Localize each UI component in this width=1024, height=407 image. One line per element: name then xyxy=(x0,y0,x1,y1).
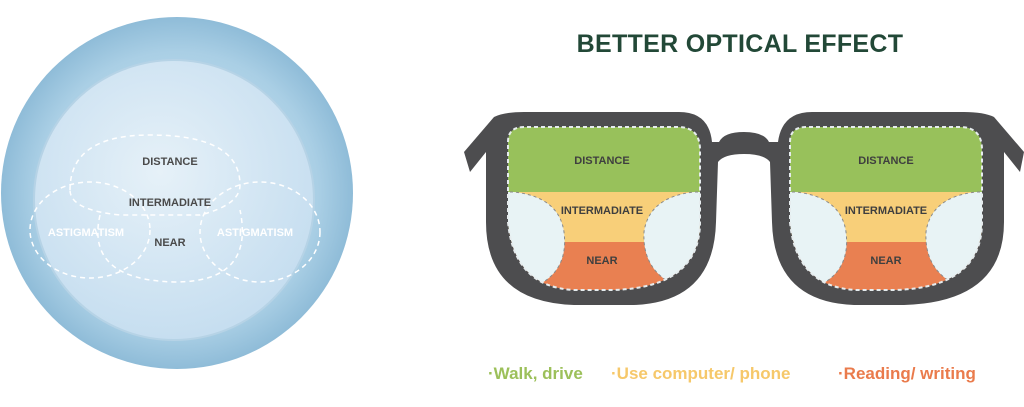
right-lens-label-distance: DISTANCE xyxy=(858,155,913,167)
legend-item-reading-writing: ·Reading/ writing xyxy=(838,364,976,383)
lens-label-astigmatism-left: ASTIGMATISM xyxy=(48,227,124,239)
left-lens-label-distance: DISTANCE xyxy=(574,155,629,167)
legend-item-walk-drive: ·Walk, drive xyxy=(488,364,583,383)
page-title: BETTER OPTICAL EFFECT xyxy=(576,30,904,58)
astigmatism-left-outline xyxy=(29,181,151,279)
right-lens-distance-zone xyxy=(790,127,982,192)
lens-inner-disc xyxy=(33,59,315,341)
right-lens-label-intermediate: INTERMADIATE xyxy=(845,205,927,217)
glasses-diagram: DISTANCE INTERMADIATE NEAR DISTANCE INTE… xyxy=(464,112,1024,305)
lens-label-distance: DISTANCE xyxy=(142,156,197,168)
legend: ·Walk, drive ·Use computer/ phone ·Readi… xyxy=(474,364,1024,390)
left-lens xyxy=(508,127,700,290)
near-zone-outline xyxy=(97,209,244,283)
legend-item-computer-phone: ·Use computer/ phone xyxy=(611,364,791,383)
left-lens-label-near: NEAR xyxy=(586,255,617,267)
lens-label-intermediate: INTERMADIATE xyxy=(129,197,211,209)
lens-label-astigmatism-right: ASTIGMATISM xyxy=(217,227,293,239)
right-lens-label-near: NEAR xyxy=(870,255,901,267)
astigmatism-right-outline xyxy=(199,181,321,283)
distance-zone-outline xyxy=(69,134,241,216)
lens-label-near: NEAR xyxy=(154,237,185,249)
lens-diagram: DISTANCE INTERMADIATE NEAR ASTIGMATISM A… xyxy=(1,17,353,369)
left-lens-label-intermediate: INTERMADIATE xyxy=(561,205,643,217)
left-lens-distance-zone xyxy=(508,127,700,192)
